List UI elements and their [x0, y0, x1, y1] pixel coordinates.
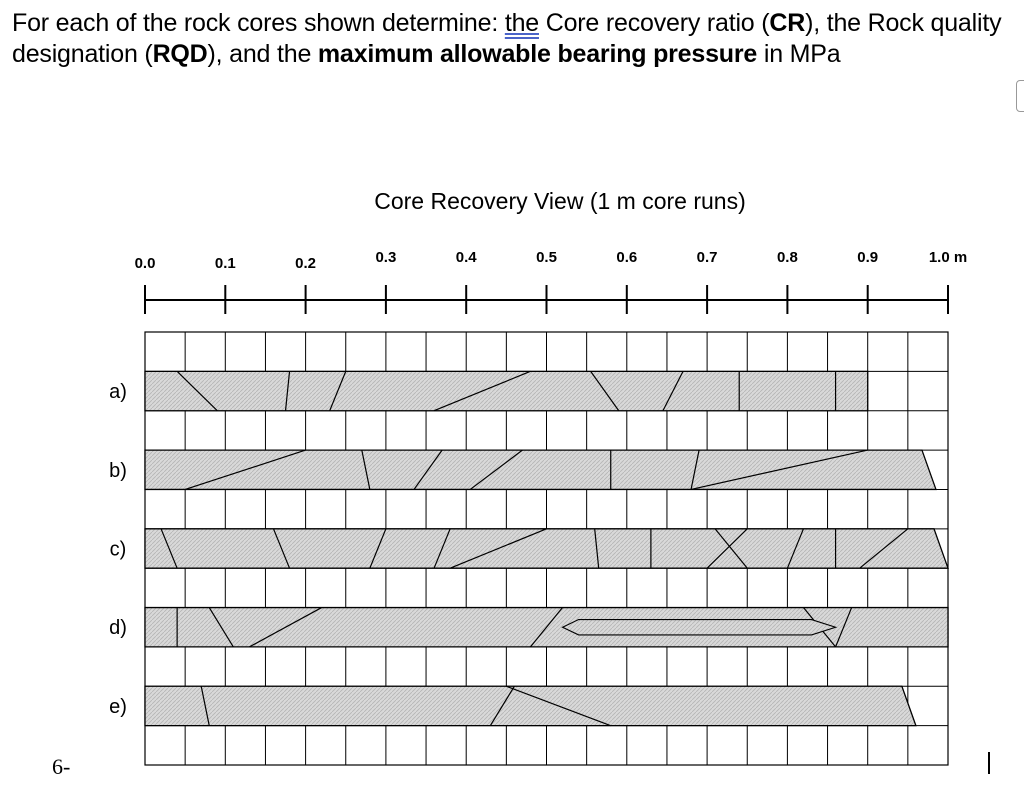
scale-tick-label: 0.4 [456, 249, 478, 266]
core-fracture [184, 449, 306, 491]
core-fracture [714, 528, 748, 569]
core-fracture [690, 449, 868, 491]
core-label: b) [109, 460, 127, 482]
rqd-abbrev: RQD [152, 40, 208, 68]
core-label: e) [109, 696, 127, 718]
scale-tick-label: 0.5 [536, 249, 557, 266]
core-fracture [489, 685, 515, 726]
scale-tick-label: 0.6 [616, 249, 637, 266]
core-fracture [413, 449, 443, 490]
scale-tick-label: 0.3 [375, 249, 396, 266]
core-fracture [433, 370, 531, 412]
core-fracture [706, 528, 748, 569]
core-fracture [662, 371, 684, 411]
core-body [144, 685, 917, 727]
scale-tick-label: 0.0 [135, 255, 156, 272]
core-fracture [835, 607, 853, 648]
core-inner-lens [561, 618, 838, 636]
core-a [144, 370, 869, 412]
scale-tick-label: 0.7 [697, 249, 718, 266]
problem-number: 6- [52, 754, 71, 779]
core-fracture [690, 449, 700, 490]
core-label: a) [109, 381, 127, 403]
scale-tick-label: 0.1 [215, 255, 236, 272]
core-fracture [529, 607, 564, 648]
scale-tick-label: 0.2 [295, 255, 316, 272]
core-fracture [208, 607, 234, 648]
core-label: c) [110, 539, 127, 561]
underlined-word: the [504, 9, 539, 37]
core-body [144, 449, 937, 491]
core-fracture [361, 449, 371, 490]
core-fracture [594, 528, 600, 569]
text-cursor [988, 752, 990, 774]
core-body [144, 370, 869, 412]
core-c [144, 528, 949, 569]
core-fracture [469, 449, 523, 490]
core-fracture [200, 686, 210, 726]
scale-bar: 0.0 0.1 0.2 0.3 0.4 0.5 0.6 0.7 0.8 0.9 1.0 m [135, 249, 967, 314]
core-fracture [176, 370, 218, 412]
question-text: For each of the rock cores shown determi… [12, 9, 1002, 68]
core-d [144, 606, 949, 648]
cores [144, 370, 949, 727]
core-fracture [284, 371, 291, 411]
core-fracture [160, 528, 178, 569]
core-fracture [449, 528, 547, 569]
core-fracture [329, 371, 347, 411]
scroll-handle[interactable] [1016, 80, 1024, 112]
scale-tick-label: 1.0 m [929, 249, 967, 266]
scale-tick-label: 0.8 [777, 249, 798, 266]
core-fracture [249, 607, 322, 648]
core-fracture [272, 528, 291, 569]
bearing-pressure-term: maximum allowable bearing pressure [317, 40, 758, 68]
core-fracture [369, 528, 387, 569]
core-body [144, 528, 949, 569]
diagram-title: Core Recovery View (1 m core runs) [374, 188, 746, 214]
core-fracture [590, 371, 620, 412]
core-label: d) [109, 617, 127, 639]
core-fracture [433, 528, 451, 569]
row-labels: a) b) c) d) e) [109, 381, 127, 718]
core-fracture [506, 685, 611, 727]
cr-abbrev: CR [769, 9, 806, 37]
core-fracture [786, 528, 805, 569]
core-fracture [859, 528, 909, 569]
scale-tick-label: 0.9 [857, 249, 878, 266]
core-b [144, 449, 937, 491]
core-e [144, 685, 917, 727]
